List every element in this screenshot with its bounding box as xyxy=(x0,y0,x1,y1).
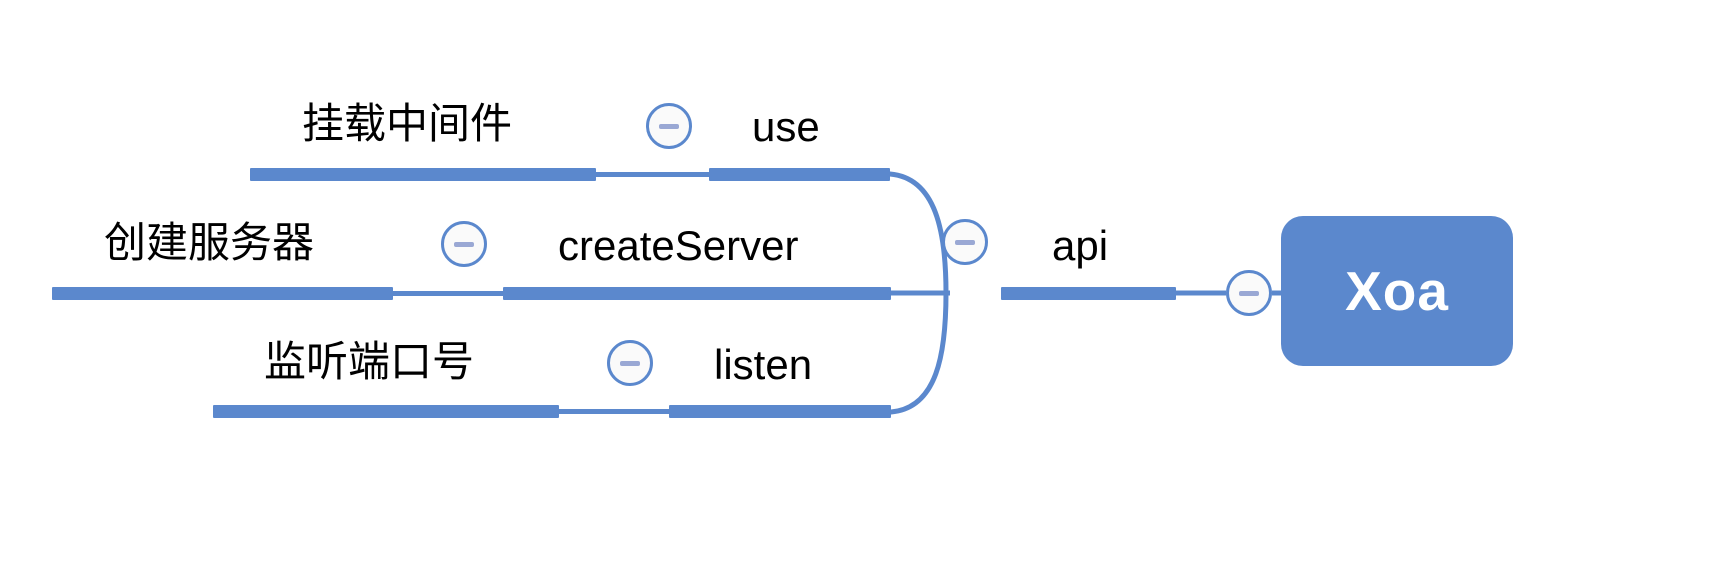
branch-bar-en-createserver xyxy=(503,287,891,300)
minus-icon xyxy=(454,241,474,247)
curve-listen-to-junction xyxy=(888,290,949,415)
minus-icon xyxy=(659,123,679,129)
branch-link-middle xyxy=(393,291,503,296)
branch-link-top xyxy=(596,172,709,177)
collapse-toggle-api[interactable] xyxy=(942,219,988,265)
collapse-toggle-root[interactable] xyxy=(1226,270,1272,316)
curve-use-to-junction xyxy=(887,171,949,296)
branch-label-en-use: use xyxy=(752,103,820,150)
branch-label-en-listen: listen xyxy=(714,341,813,388)
root-node-label: Xoa xyxy=(1345,260,1449,322)
branch-label-cn-listen: 监听端口号 xyxy=(264,337,475,386)
minus-icon xyxy=(1239,290,1259,296)
branch-label-cn-createserver: 创建服务器 xyxy=(104,218,315,267)
branch-label-api: api xyxy=(1052,222,1109,269)
collapse-toggle-createserver[interactable] xyxy=(441,221,487,267)
collapse-toggle-listen[interactable] xyxy=(607,340,653,386)
collapse-toggle-use[interactable] xyxy=(646,103,692,149)
root-node-xoa[interactable]: Xoa xyxy=(1281,216,1513,366)
minus-icon xyxy=(620,360,640,366)
branch-bar-cn-createserver xyxy=(52,287,393,300)
branch-bar-cn-use xyxy=(250,168,596,181)
branch-bar-api xyxy=(1001,287,1176,300)
branch-link-bottom xyxy=(559,409,669,414)
branch-label-en-createserver: createServer xyxy=(558,222,799,269)
branch-bar-cn-listen xyxy=(213,405,559,418)
branch-bar-en-use xyxy=(709,168,890,181)
minus-icon xyxy=(955,239,975,245)
branch-label-cn-use: 挂载中间件 xyxy=(302,99,513,148)
branch-bar-en-listen xyxy=(669,405,891,418)
